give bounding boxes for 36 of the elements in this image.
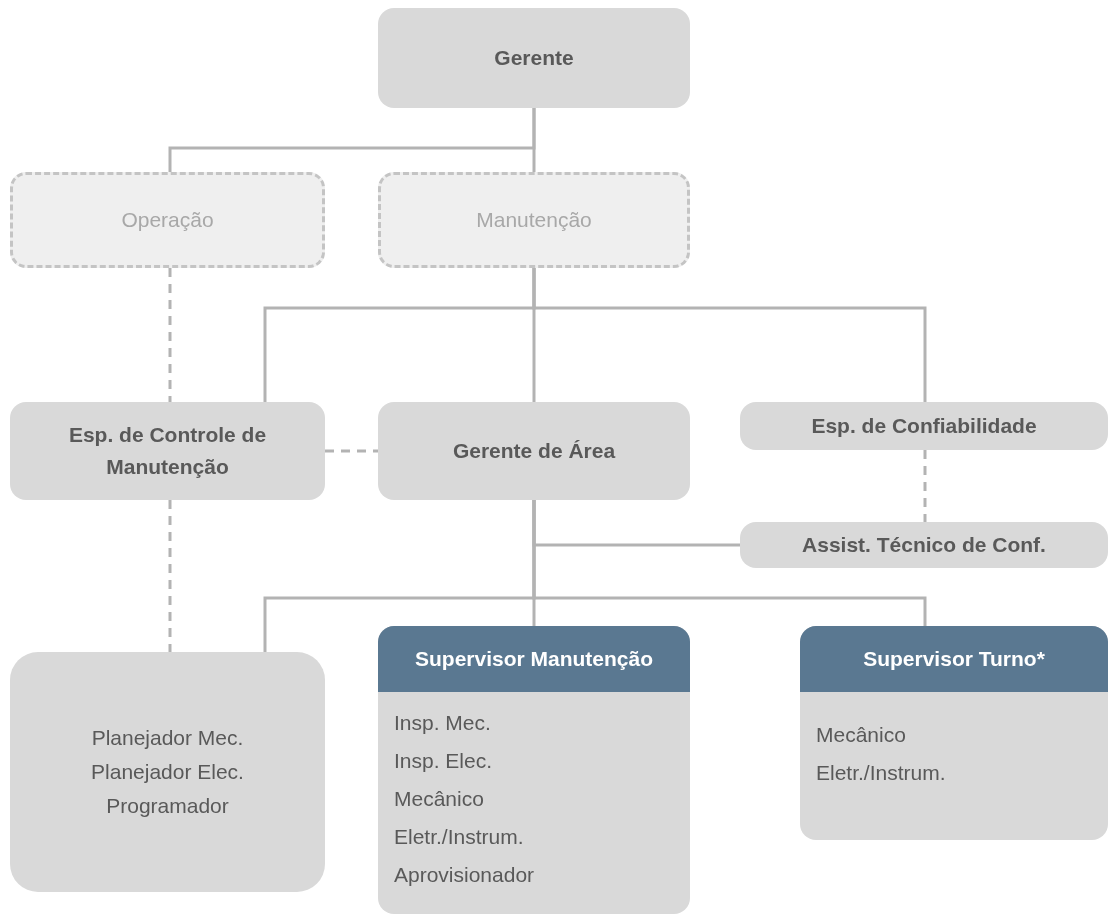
role-box — [10, 402, 325, 500]
node-text: Esp. de Confiabilidade — [811, 413, 1037, 439]
team-card — [378, 626, 690, 914]
node-text: Programador — [106, 793, 229, 819]
role-box — [10, 652, 325, 892]
role-box — [378, 402, 690, 500]
role-box — [378, 8, 690, 108]
node-text: Aprovisionador — [394, 862, 536, 888]
node-text: Gerente de Área — [452, 438, 616, 464]
card-header: Supervisor Manutenção — [378, 626, 690, 692]
node-text: Assist. Técnico de Conf. — [802, 532, 1046, 558]
node-text: Gerente — [494, 45, 574, 71]
connector-line — [532, 268, 927, 402]
node-text: Mecânico — [394, 786, 485, 812]
role-box — [740, 402, 1108, 450]
node-text: Esp. de Controle de Manutenção — [67, 422, 268, 480]
node-text: Planejador Elec. — [91, 759, 244, 785]
team-card — [800, 626, 1108, 840]
node-text: Operação — [121, 207, 214, 234]
node-text: Insp. Mec. — [394, 710, 492, 736]
node-text: Insp. Elec. — [394, 748, 494, 774]
connector-line — [168, 268, 172, 402]
node-text: Eletr./Instrum. — [816, 760, 947, 786]
node-text: Planejador Mec. — [91, 725, 244, 751]
connector-line — [168, 500, 172, 652]
dashed-box — [10, 172, 325, 268]
connector-line — [532, 108, 536, 172]
connector-line — [923, 450, 927, 522]
connector-line — [325, 449, 378, 453]
node-text: Manutenção — [476, 207, 592, 234]
node-text: Eletr./Instrum. — [394, 824, 525, 850]
connector-line — [532, 500, 927, 626]
dashed-box — [378, 172, 690, 268]
role-box — [740, 522, 1108, 568]
node-text: Mecânico — [816, 722, 907, 748]
card-header: Supervisor Turno* — [800, 626, 1108, 692]
